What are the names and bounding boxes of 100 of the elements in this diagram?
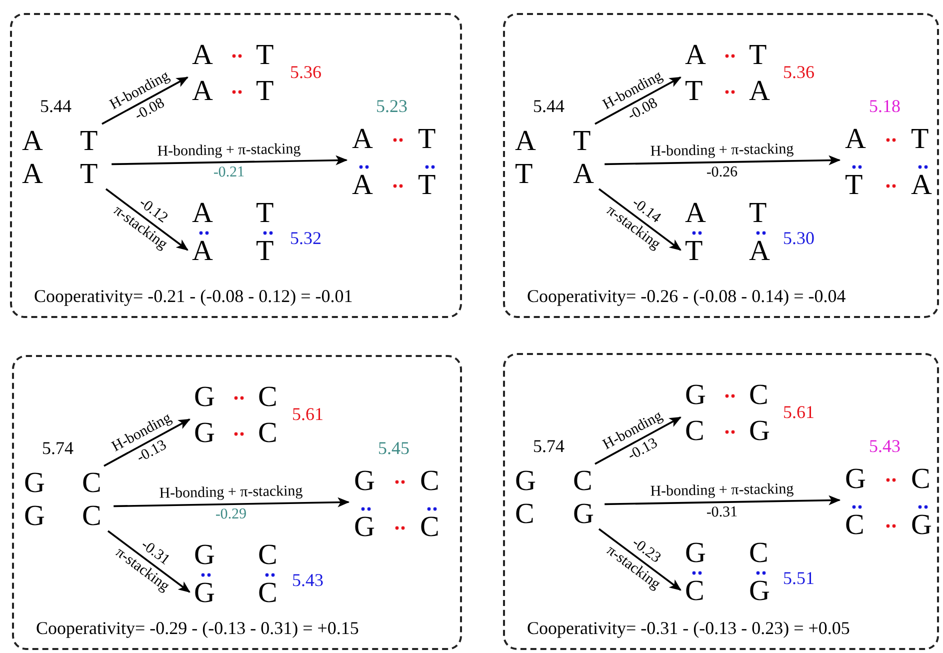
base-letter: C	[258, 579, 278, 608]
base-letter: A	[192, 41, 213, 70]
base-letter: A	[22, 160, 43, 189]
energy-value: 5.43	[292, 571, 324, 589]
base-letter: T	[911, 125, 929, 154]
base-letter: T	[256, 41, 274, 70]
base-letter: C	[685, 577, 704, 606]
base-letter: G	[354, 467, 375, 496]
energy-value: 5.36	[783, 63, 814, 81]
base-letter: T	[256, 199, 274, 228]
base-letter: A	[352, 171, 373, 200]
base-letter: G	[194, 579, 215, 608]
cooperativity-equation: Cooperativity= -0.29 - (-0.13 - 0.31) = +0.15	[36, 618, 359, 638]
arrow	[105, 188, 188, 251]
base-letter: A	[845, 125, 866, 154]
arrow	[604, 495, 841, 506]
arrow	[104, 418, 190, 467]
base-letter: C	[685, 417, 704, 446]
base-letter: G	[24, 502, 45, 531]
base-letter: G	[845, 465, 866, 494]
energy-value: -0.29	[216, 507, 248, 523]
energy-value: 5.51	[783, 569, 814, 587]
base-letter: T	[515, 160, 533, 189]
base-letter: T	[418, 171, 436, 200]
energy-value: -0.21	[214, 165, 246, 181]
arrow	[594, 76, 682, 125]
edge-label: H-bonding + π-stacking	[650, 142, 794, 160]
base-letter: C	[420, 513, 440, 542]
edge-label: H-bonding + π-stacking	[650, 482, 794, 500]
base-letter: C	[749, 539, 768, 568]
base-letter: G	[685, 539, 706, 568]
base-letter: A	[749, 77, 770, 106]
base-letter: T	[685, 237, 703, 266]
dashed-panel-frame	[12, 355, 462, 650]
base-letter: A	[192, 237, 213, 266]
base-letter: T	[749, 199, 767, 228]
arrow	[598, 188, 682, 251]
base-letter: A	[22, 127, 43, 156]
arrow	[114, 497, 350, 508]
base-letter: G	[354, 513, 375, 542]
base-letter: G	[515, 467, 536, 496]
arrow	[102, 76, 188, 125]
base-letter: A	[515, 127, 536, 156]
base-letter: A	[192, 77, 213, 106]
energy-value: 5.43	[869, 437, 900, 455]
base-letter: A	[749, 237, 770, 266]
energy-value: 5.23	[376, 97, 408, 115]
base-letter: G	[749, 417, 770, 446]
base-letter: C	[911, 465, 930, 494]
dashed-panel-frame	[10, 13, 462, 318]
base-letter: C	[573, 467, 592, 496]
energy-value: 5.74	[533, 437, 564, 455]
base-letter: A	[352, 125, 373, 154]
base-letter: T	[685, 77, 703, 106]
base-letter: C	[420, 467, 440, 496]
arrow	[107, 530, 190, 593]
base-letter: T	[256, 77, 274, 106]
energy-value: -0.26	[706, 165, 738, 181]
arrow	[594, 416, 682, 465]
base-letter: T	[418, 125, 436, 154]
energy-value: 5.44	[533, 97, 564, 115]
base-letter: G	[194, 383, 215, 412]
base-letter: C	[515, 500, 534, 529]
base-letter: T	[80, 127, 98, 156]
base-letter: C	[82, 502, 102, 531]
base-letter: G	[24, 469, 45, 498]
base-letter: G	[749, 577, 770, 606]
cooperativity-equation: Cooperativity= -0.21 - (-0.08 - 0.12) = -0.01	[34, 286, 353, 306]
energy-value: 5.18	[869, 97, 900, 115]
base-letter: C	[258, 383, 278, 412]
dashed-panel-frame	[503, 353, 939, 650]
energy-value: 5.30	[783, 229, 814, 247]
base-letter: T	[749, 41, 767, 70]
energy-value: 5.61	[292, 405, 324, 423]
base-letter: A	[573, 160, 594, 189]
base-letter: A	[685, 41, 706, 70]
base-letter: G	[194, 541, 215, 570]
arrow	[598, 528, 682, 591]
base-letter: T	[80, 160, 98, 189]
base-letter: G	[911, 511, 932, 540]
base-letter: C	[749, 381, 768, 410]
cooperativity-equation: Cooperativity= -0.31 - (-0.13 - 0.23) = +0.05	[527, 618, 850, 638]
base-letter: A	[911, 171, 932, 200]
base-letter: C	[258, 541, 278, 570]
base-letter: C	[82, 469, 102, 498]
base-letter: A	[192, 199, 213, 228]
dashed-panel-frame	[503, 13, 939, 318]
base-letter: T	[573, 127, 591, 156]
base-letter: G	[194, 419, 215, 448]
edge-label: H-bonding + π-stacking	[157, 142, 301, 160]
energy-value: 5.74	[42, 439, 74, 457]
energy-value: -0.31	[706, 505, 738, 521]
cooperativity-equation: Cooperativity= -0.26 - (-0.08 - 0.14) = -0.04	[527, 286, 846, 306]
arrow	[112, 155, 348, 166]
arrow	[604, 155, 841, 166]
edge-label: H-bonding + π-stacking	[159, 484, 303, 502]
energy-value: 5.45	[378, 439, 410, 457]
energy-value: 5.36	[290, 63, 322, 81]
base-letter: C	[258, 419, 278, 448]
energy-value: 5.61	[783, 403, 814, 421]
